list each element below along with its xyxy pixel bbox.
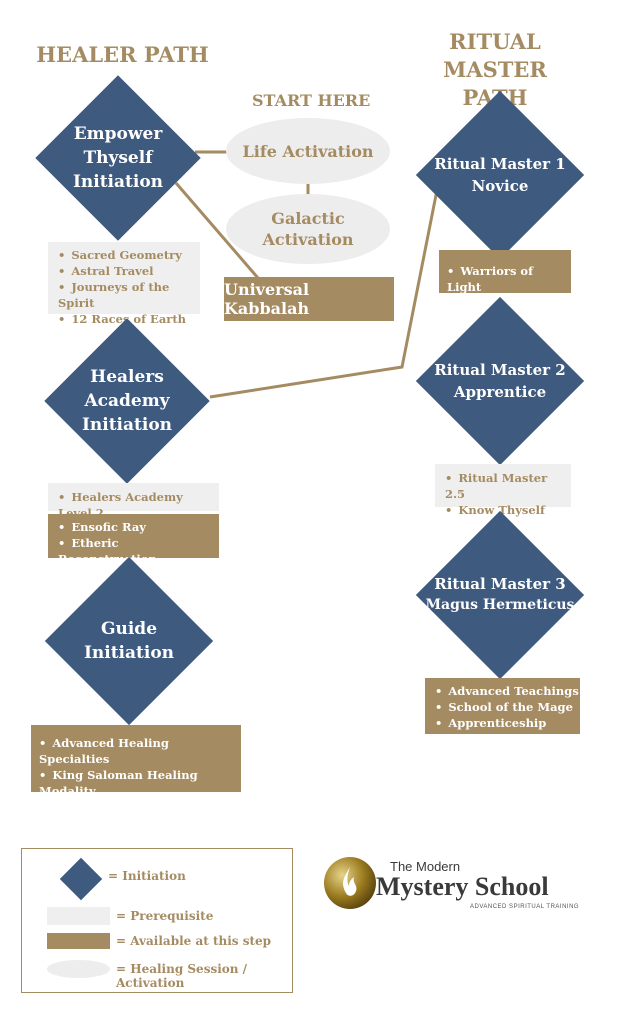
diamond-label-line: Empower — [73, 124, 163, 144]
legend-initiation-label: = Initiation — [108, 869, 186, 883]
diamond-label-line: Guide — [100, 619, 158, 639]
galactic-activation-label-line: Activation — [262, 230, 354, 249]
diamond-label-line: Thyself — [83, 148, 153, 168]
legend-session-swatch — [47, 960, 110, 978]
diamond-label-line: Initiation — [83, 643, 175, 663]
logo-tagline: ADVANCED SPIRITUAL TRAINING — [470, 904, 580, 910]
ritual-master-3-diamond[interactable]: Ritual Master 3 Magus Hermeticus — [415, 510, 585, 680]
healers-prerequisite-list: Healers Academy Level 2 — [48, 483, 219, 520]
list-item: Journeys of the Spirit — [58, 279, 200, 311]
guide-available-list: Advanced Healing Specialties King Saloma… — [31, 725, 241, 814]
healer-path-heading: HEALER PATH — [36, 42, 209, 67]
galactic-activation-ellipse[interactable]: Galactic Activation — [226, 194, 390, 264]
galactic-activation-label-line: Galactic — [271, 209, 345, 228]
list-item: and Many More! — [39, 799, 241, 815]
legend-session-label: = Healing Session / Activation — [116, 962, 248, 990]
empower-thyself-diamond[interactable]: Empower Thyself Initiation — [35, 75, 201, 241]
diamond-label-line: Ritual Master 1 — [434, 155, 566, 173]
diamond-label-line: Apprentice — [453, 383, 547, 401]
ritual-master-path-heading: RITUAL MASTER PATH — [395, 28, 595, 112]
list-item: Ritual Master 2.5 — [445, 470, 571, 502]
legend-initiation-swatch — [59, 857, 103, 901]
legend-available-label: = Available at this step — [116, 934, 272, 948]
list-item: Ensofic Ray — [58, 519, 219, 535]
rm3-available-list: Advanced Teachings School of the Mage Ap… — [425, 678, 580, 734]
diamond-label-line: Healers — [90, 367, 164, 387]
connector-healers-rm1 — [209, 189, 439, 399]
start-here-label: START HERE — [252, 91, 371, 110]
diamond-label-line: Academy — [84, 391, 170, 411]
list-item: Know Thyself — [445, 502, 571, 518]
diamond-label-line: Initiation — [81, 415, 173, 435]
list-item: Advanced Teachings — [435, 683, 580, 699]
legend-prerequisite-label: = Prerequisite — [116, 909, 214, 923]
list-item: Sacred Geometry — [58, 247, 200, 263]
legend-box: = Initiation = Prerequisite = Available … — [21, 848, 293, 993]
ritual-master-1-diamond[interactable]: Ritual Master 1 Novice — [415, 90, 585, 260]
modern-mystery-school-logo: The Modern Mystery School ADVANCED SPIRI… — [322, 852, 598, 922]
healers-available-list: Ensofic Ray Etheric Reconstruction — [48, 514, 219, 566]
connector-empower-kabbalah — [174, 182, 260, 279]
list-item: School of the Mage — [435, 699, 580, 715]
list-item: King Saloman Healing Modality — [39, 767, 241, 799]
list-item: Astral Travel — [58, 263, 200, 279]
guide-initiation-diamond[interactable]: Guide Initiation — [44, 556, 214, 726]
logo-line2: Mystery School — [376, 872, 549, 901]
diamond-label-line: Novice — [471, 177, 529, 195]
legend-prerequisite-swatch — [47, 907, 110, 925]
flame-emblem-icon — [324, 857, 376, 909]
life-activation-label: Life Activation — [242, 141, 374, 161]
list-item: Advanced Healing Specialties — [39, 735, 241, 767]
ritual-master-2-diamond[interactable]: Ritual Master 2 Apprentice — [415, 296, 585, 466]
list-item: Apprenticeship — [435, 715, 580, 731]
life-activation-ellipse[interactable]: Life Activation — [226, 118, 390, 184]
legend-available-swatch — [47, 933, 110, 949]
healers-academy-diamond[interactable]: Healers Academy Initiation — [44, 318, 210, 484]
diamond-label-line: Initiation — [72, 172, 164, 192]
diamond-label-line: Ritual Master 2 — [434, 361, 566, 379]
rm2-prerequisite-list: Ritual Master 2.5 Know Thyself — [435, 464, 571, 517]
diamond-label-line: Magus Hermeticus — [425, 597, 575, 613]
universal-kabbalah-box[interactable]: Universal Kabbalah — [224, 277, 394, 321]
ritual-heading-line1: RITUAL MASTER — [443, 29, 547, 82]
logo-line1: The Modern — [390, 859, 461, 874]
list-item: Warriors of Light — [447, 263, 571, 295]
empower-prerequisite-list: Sacred Geometry Astral Travel Journeys o… — [48, 242, 200, 326]
diamond-label-line: Ritual Master 3 — [434, 575, 566, 593]
rm1-available-list: Warriors of Light — [439, 250, 571, 295]
